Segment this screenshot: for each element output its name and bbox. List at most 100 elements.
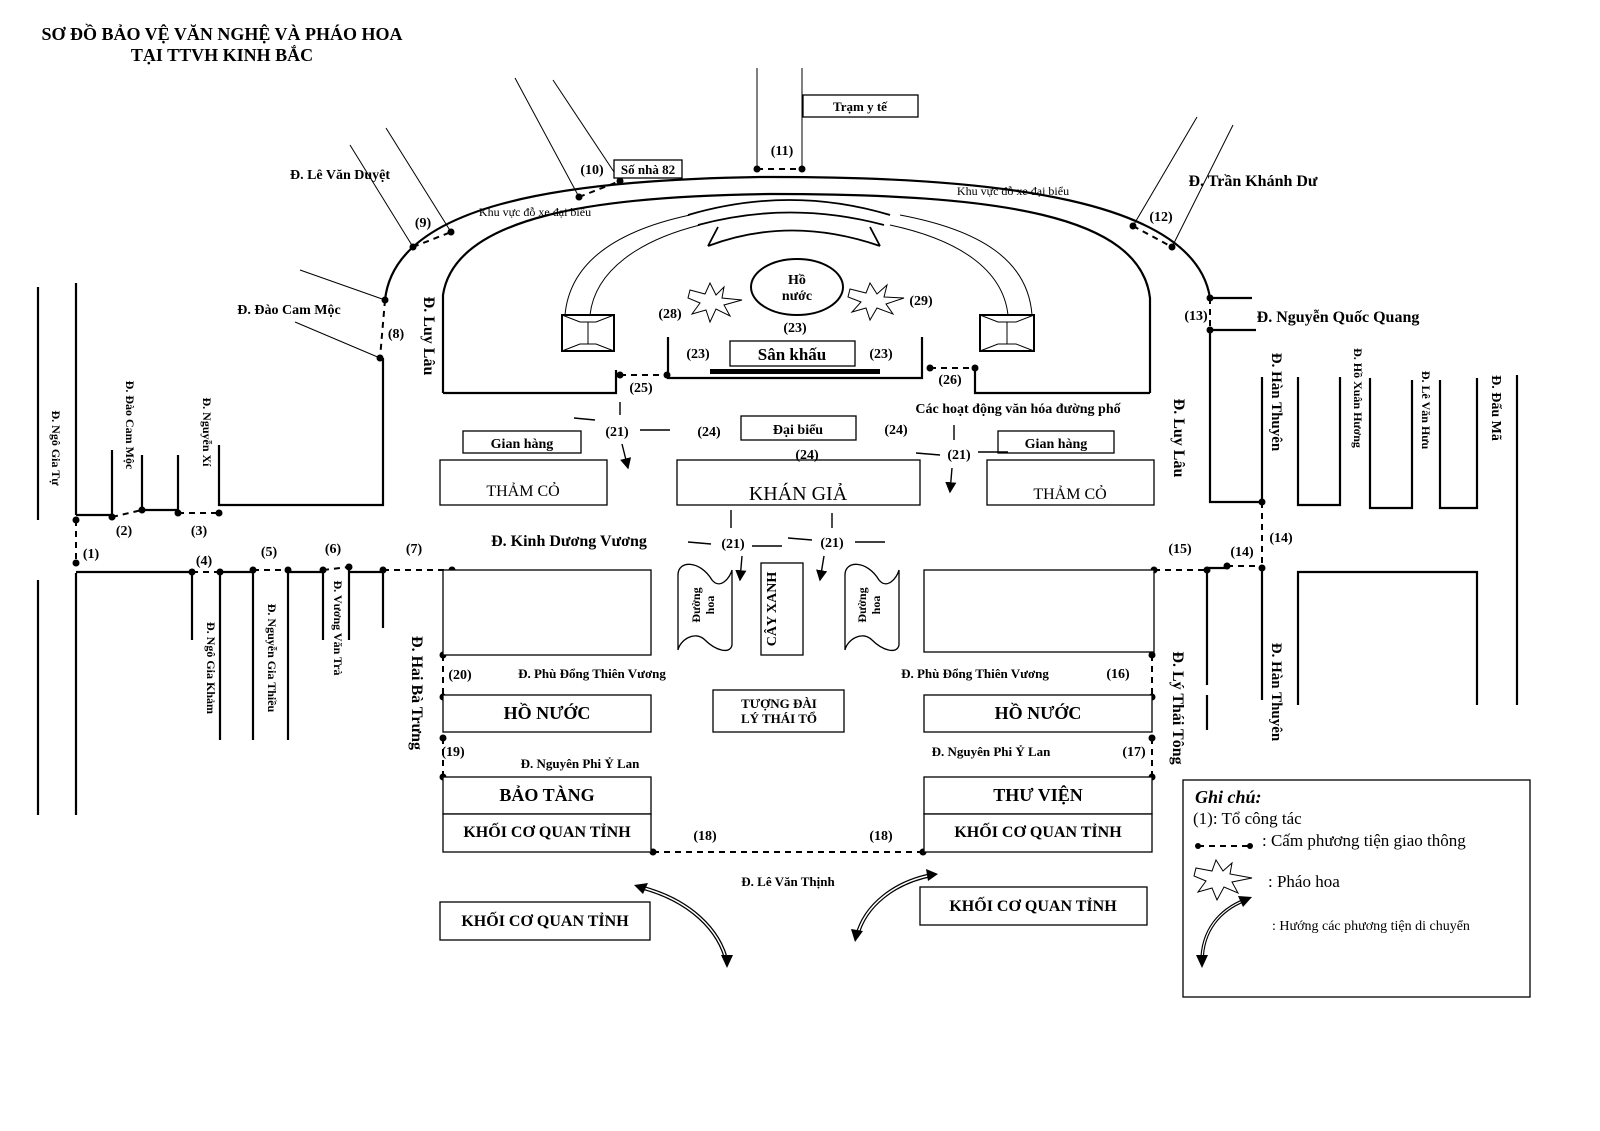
parking-right-label: Khu vực đỗ xe đại biểu <box>957 184 1069 198</box>
stage-area: Hồ nước Sân khấu <box>561 199 1035 380</box>
vehicle-direction-arrows <box>634 869 938 968</box>
marker: (25) <box>629 381 653 396</box>
svg-text:hoa: hoa <box>703 596 717 615</box>
flower-path-right: Đường hoa <box>844 563 900 652</box>
parking-left-label: Khu vực đỗ xe đại biểu <box>479 205 591 219</box>
marker: (2) <box>116 524 133 539</box>
provincial-offices-left: KHỐI CƠ QUAN TỈNH <box>463 821 631 841</box>
firework-icon <box>1193 858 1253 902</box>
dashed-line-icon <box>1195 843 1253 849</box>
booth-right: Gian hàng <box>1025 437 1088 452</box>
legend-item-no-vehicles: : Cấm phương tiện giao thông <box>1262 831 1466 850</box>
marker: (29) <box>909 294 933 309</box>
lake-left: HỒ NƯỚC <box>504 702 591 723</box>
marker: (11) <box>771 144 794 159</box>
street-label: Đ. Phù Đổng Thiên Vương <box>518 666 666 681</box>
street-label: Đ. Nguyễn Xí <box>200 397 214 467</box>
marker: (24) <box>795 448 819 463</box>
marker: (7) <box>406 542 423 557</box>
street-label: Đ. Luy Lâu <box>420 297 437 376</box>
street-label: Đ. Nguyễn Gia Thiều <box>265 604 279 713</box>
street-label: Đ. Ngô Gia Khảm <box>204 622 218 714</box>
street-label: Đ. Lê Văn Thịnh <box>741 874 835 889</box>
marker: (14) <box>1269 531 1293 546</box>
firework-icon <box>847 281 905 322</box>
pond-small <box>750 258 844 316</box>
marker: (26) <box>938 373 962 388</box>
marker: (13) <box>1184 309 1208 324</box>
lawn-right: THẢM CỎ <box>1033 484 1106 503</box>
marker: (23) <box>686 347 710 362</box>
street-label: Đ. Hàn Thuyên <box>1268 353 1284 452</box>
marker: (4) <box>196 554 213 569</box>
venue-blocks: Gian hàng Gian hàng THẢM CỎ THẢM CỎ Đại … <box>439 94 1155 941</box>
marker: (16) <box>1106 667 1130 682</box>
no-vehicle-checkpoints <box>72 165 1266 856</box>
medical-station-label: Trạm y tế <box>833 99 888 114</box>
street-label: Đ. Nguyên Phi Ỷ Lan <box>521 756 641 771</box>
street-label: Đ. Hai Bà Trưng <box>408 636 425 750</box>
statue-label: TƯỢNG ĐÀI <box>741 696 817 711</box>
provincial-offices-right: KHỐI CƠ QUAN TỈNH <box>954 821 1122 841</box>
svg-text:Đường: Đường <box>855 587 869 622</box>
street-label: Đ. Nguyễn Quốc Quang <box>1257 309 1420 326</box>
marker: (21) <box>820 536 844 551</box>
marker: (14) <box>1230 545 1254 560</box>
marker: (1) <box>83 547 100 562</box>
street-labels: Đ. Lê Văn Duyệt Đ. Đào Cam Mộc Đ. Luy Lâ… <box>49 168 1503 889</box>
house-82-label: Số nhà 82 <box>621 162 675 177</box>
marker: (24) <box>697 425 721 440</box>
legend-title: Ghi chú: <box>1195 787 1262 807</box>
svg-text:Đường: Đường <box>689 587 703 622</box>
delegates-area: Đại biểu <box>773 423 823 438</box>
legend-item-work-team: (1): Tổ công tác <box>1193 809 1302 828</box>
street-label: Đ. Ngô Gia Tự <box>49 411 63 487</box>
audience-area: KHÁN GIẢ <box>749 482 848 505</box>
pond-small-label: Hồ <box>788 273 806 288</box>
provincial-offices-bottom-left: KHỐI CƠ QUAN TỈNH <box>461 910 629 930</box>
statue-label: LÝ THÁI TỔ <box>741 711 817 726</box>
legend-item-vehicle-direction: : Hướng các phương tiện di chuyển <box>1272 919 1470 934</box>
booth-left: Gian hàng <box>491 437 554 452</box>
provincial-offices-bottom-right: KHỐI CƠ QUAN TỈNH <box>949 895 1117 915</box>
curved-double-arrow-icon <box>1196 896 1252 968</box>
street-label: Đ. Đẩu Mã <box>1488 375 1503 441</box>
street-culture-label: Các hoạt động văn hóa đường phố <box>915 402 1121 417</box>
marker: (15) <box>1168 542 1192 557</box>
svg-text:hoa: hoa <box>869 596 883 615</box>
marker: (21) <box>947 448 971 463</box>
lawn-left: THẢM CỎ <box>486 481 559 500</box>
street-label: Đ. Phù Đổng Thiên Vương <box>901 666 1049 681</box>
marker: (8) <box>388 327 405 342</box>
marker: (10) <box>580 163 604 178</box>
marker: (17) <box>1122 745 1146 760</box>
marker: (28) <box>658 307 682 322</box>
lake-right: HỒ NƯỚC <box>995 702 1082 723</box>
pond-small-label: nước <box>782 289 812 304</box>
street-label: Đ. Kinh Dương Vương <box>491 533 647 550</box>
street-label: Đ. Đào Cam Mộc <box>123 381 137 470</box>
museum: BẢO TÀNG <box>499 784 594 805</box>
legend: Ghi chú: (1): Tổ công tác : Cấm phương t… <box>1182 779 1531 998</box>
marker: (24) <box>884 423 908 438</box>
street-label: Đ. Hàn Thuyên <box>1268 643 1284 742</box>
legend-item-fireworks: : Pháo hoa <box>1268 872 1340 891</box>
street-label: Đ. Hồ Xuân Hương <box>1351 348 1365 448</box>
green-trees-label: CÂY XANH <box>763 572 780 647</box>
library: THƯ VIỆN <box>993 784 1083 805</box>
street-label: Đ. Vương Văn Trà <box>331 581 345 676</box>
work-team-markers: (1) (2) (3) (4) (5) (6) (7) (8) (9) (10)… <box>83 144 1293 844</box>
map-title: SƠ ĐỒ BẢO VỆ VĂN NGHỆ VÀ PHÁO HOA <box>41 23 402 44</box>
marker: (5) <box>261 545 278 560</box>
marker: (23) <box>869 347 893 362</box>
marker: (19) <box>441 745 465 760</box>
map-subtitle: TẠI TTVH KINH BẮC <box>131 44 313 65</box>
marker: (20) <box>448 668 472 683</box>
street-label: Đ. Lê Văn Duyệt <box>290 168 390 183</box>
marker: (21) <box>721 537 745 552</box>
street-label: Đ. Nguyên Phi Ỷ Lan <box>932 744 1052 759</box>
street-label: Đ. Trần Khánh Dư <box>1188 173 1317 190</box>
firework-icon <box>687 281 743 324</box>
street-label: Đ. Lý Thái Tông <box>1169 651 1186 764</box>
